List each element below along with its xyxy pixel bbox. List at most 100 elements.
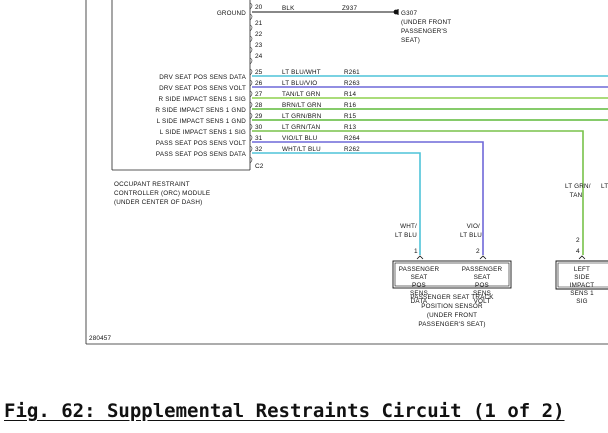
wire-color-code: TAN/LT GRN	[282, 91, 321, 98]
pass-sensor-caption-line-4: PASSENGER'S SEAT)	[418, 321, 485, 328]
pass-sensor-cell-1: PASSENGER	[399, 266, 440, 273]
wire-circuit-id: R262	[344, 146, 360, 153]
wire-circuit-id: R13	[344, 124, 356, 131]
wire-row-27: R SIDE IMPACT SENS 1 SIG 27 TAN/LT GRN R…	[159, 91, 357, 103]
wire-circuit-id: R264	[344, 135, 360, 142]
wire-color-code: LT BLU/WHT	[282, 69, 321, 76]
pass-sensor-cell-2: VOLT	[474, 298, 491, 305]
wire-function-label: L SIDE IMPACT SENS 1 GND	[157, 118, 247, 125]
wire-function-label: PASS SEAT POS SENS VOLT	[156, 140, 246, 147]
wire-function-label: DRV SEAT POS SENS VOLT	[159, 85, 246, 92]
wire-row-32: PASS SEAT POS SENS DATA 32 WHT/LT BLU R2…	[156, 146, 360, 158]
wire-circuit-id: R261	[344, 69, 360, 76]
wire-color-code: LT GRN/TAN	[282, 124, 321, 131]
pass-sensor-cell-2: POS	[475, 282, 489, 289]
figure-id: 280457	[89, 335, 112, 342]
left-sensor-cell: LEFT	[574, 266, 590, 273]
pass-sensor-terminal-1	[416, 255, 424, 260]
wire-circuit-id: R14	[344, 91, 356, 98]
wire-row-28: R SIDE IMPACT SENS 1 GND 28 BRN/LT GRN R…	[155, 102, 356, 114]
ground-note-line-1: (UNDER FRONT	[401, 19, 451, 26]
wire-color-code: VIO/LT BLU	[282, 135, 318, 142]
empty-pin: 22	[255, 31, 263, 38]
wire-circuit-id: R16	[344, 102, 356, 109]
ground-wire-circuit: Z937	[342, 5, 357, 12]
pass-wire-color-2b: LT BLU	[460, 232, 482, 239]
module-name-line-1: OCCUPANT RESTRAINT	[114, 181, 190, 188]
wire-function-label: DRV SEAT POS SENS DATA	[159, 74, 246, 81]
wire-pin: 29	[255, 113, 263, 120]
connector-brackets	[249, 2, 253, 164]
left-sensor-cell: IMPACT	[570, 282, 595, 289]
ground-note-line-3: SEAT)	[401, 37, 420, 44]
pass-wire-color-1a: WHT/	[400, 223, 417, 230]
pass-sensor-cell-2: PASSENGER	[462, 266, 503, 273]
ground-label: GROUND	[217, 10, 246, 17]
empty-pin: 24	[255, 53, 263, 60]
pass-sensor-pin-2: 2	[476, 248, 480, 255]
wire-row-30: L SIDE IMPACT SENS 1 SIG 30 LT GRN/TAN R…	[160, 124, 356, 136]
wire-pin: 27	[255, 91, 263, 98]
left-wire-color-partial: LT	[601, 183, 608, 190]
wire-function-label: R SIDE IMPACT SENS 1 SIG	[159, 96, 247, 103]
wire-function-label: R SIDE IMPACT SENS 1 GND	[155, 107, 246, 114]
wire-30	[252, 130, 584, 255]
left-sensor-cell: SIDE	[574, 274, 590, 281]
wire-color-code: WHT/LT BLU	[282, 146, 321, 153]
wire-pin: 28	[255, 102, 263, 109]
wire-color-code: LT BLU/VIO	[282, 80, 317, 87]
left-sensor-cell: SIG	[576, 298, 587, 305]
wire-row-25: DRV SEAT POS SENS DATA 25 LT BLU/WHT R26…	[159, 69, 360, 81]
wire-color-code: LT GRN/BRN	[282, 113, 322, 120]
left-sensor-box	[555, 260, 608, 290]
module-name-line-3: (UNDER CENTER OF DASH)	[114, 199, 202, 206]
figure-caption: Fig. 62: Supplemental Restraints Circuit…	[4, 400, 565, 422]
pass-sensor-cell-2: SEAT	[474, 274, 491, 281]
left-wire-color-a: LT GRN/	[565, 183, 591, 190]
wire-circuit-id: R15	[344, 113, 356, 120]
left-sensor-pin-4: 4	[576, 248, 580, 255]
ground-splice-dot	[393, 9, 399, 15]
wire-pin: 31	[255, 135, 263, 142]
wire-row-26: DRV SEAT POS SENS VOLT 26 LT BLU/VIO R26…	[159, 80, 360, 92]
wire-color-code: BRN/LT GRN	[282, 102, 322, 109]
pass-sensor-cell-1: POS	[412, 282, 426, 289]
empty-pin: 21	[255, 20, 263, 27]
left-sensor-inner-box	[557, 262, 608, 288]
module-name-line-2: CONTROLLER (ORC) MODULE	[114, 190, 210, 197]
wire-row-29: L SIDE IMPACT SENS 1 GND 29 LT GRN/BRN R…	[157, 113, 357, 125]
pass-wire-color-2a: VIO/	[467, 223, 480, 230]
pass-sensor-cell-1: SENS	[410, 290, 428, 297]
ground-note-line-2: PASSENGER'S	[401, 28, 447, 35]
left-sensor-terminal	[578, 255, 586, 260]
wire-31	[252, 141, 484, 255]
left-wire-color-b: TAN	[570, 192, 583, 199]
pass-sensor-pin-1: 1	[414, 248, 418, 255]
pass-sensor-inner-box	[394, 262, 510, 287]
wire-pin: 30	[255, 124, 263, 131]
pass-sensor-caption-line-3: (UNDER FRONT	[427, 312, 477, 319]
pass-sensor-box	[392, 260, 512, 289]
wire-circuit-id: R263	[344, 80, 360, 87]
pass-sensor-terminal-2	[479, 255, 487, 260]
wire-function-label: PASS SEAT POS SENS DATA	[156, 151, 247, 158]
wire-pin: 25	[255, 69, 263, 76]
wire-32	[252, 152, 421, 255]
connector-id: C2	[255, 163, 264, 170]
left-sensor-cell: SENS 1	[570, 290, 594, 297]
ground-splice-id: G307	[401, 10, 418, 17]
wire-function-label: L SIDE IMPACT SENS 1 SIG	[160, 129, 246, 136]
wire-lines	[252, 75, 608, 255]
pass-sensor-cell-1: SEAT	[411, 274, 428, 281]
empty-pin: 23	[255, 42, 263, 49]
pass-wire-color-1b: LT BLU	[395, 232, 417, 239]
pass-sensor-cell-1: DATA	[411, 298, 428, 305]
pass-sensor-cell-2: SENS	[473, 290, 491, 297]
wire-row-31: PASS SEAT POS SENS VOLT 31 VIO/LT BLU R2…	[156, 135, 360, 147]
wire-pin: 32	[255, 146, 263, 153]
ground-pin: 20	[255, 4, 263, 11]
pass-sensor-caption-line-2: POSITION SENSOR	[421, 303, 483, 310]
left-sensor-pin-2: 2	[576, 237, 580, 244]
ground-wire-color: BLK	[282, 5, 295, 12]
wire-pin: 26	[255, 80, 263, 87]
